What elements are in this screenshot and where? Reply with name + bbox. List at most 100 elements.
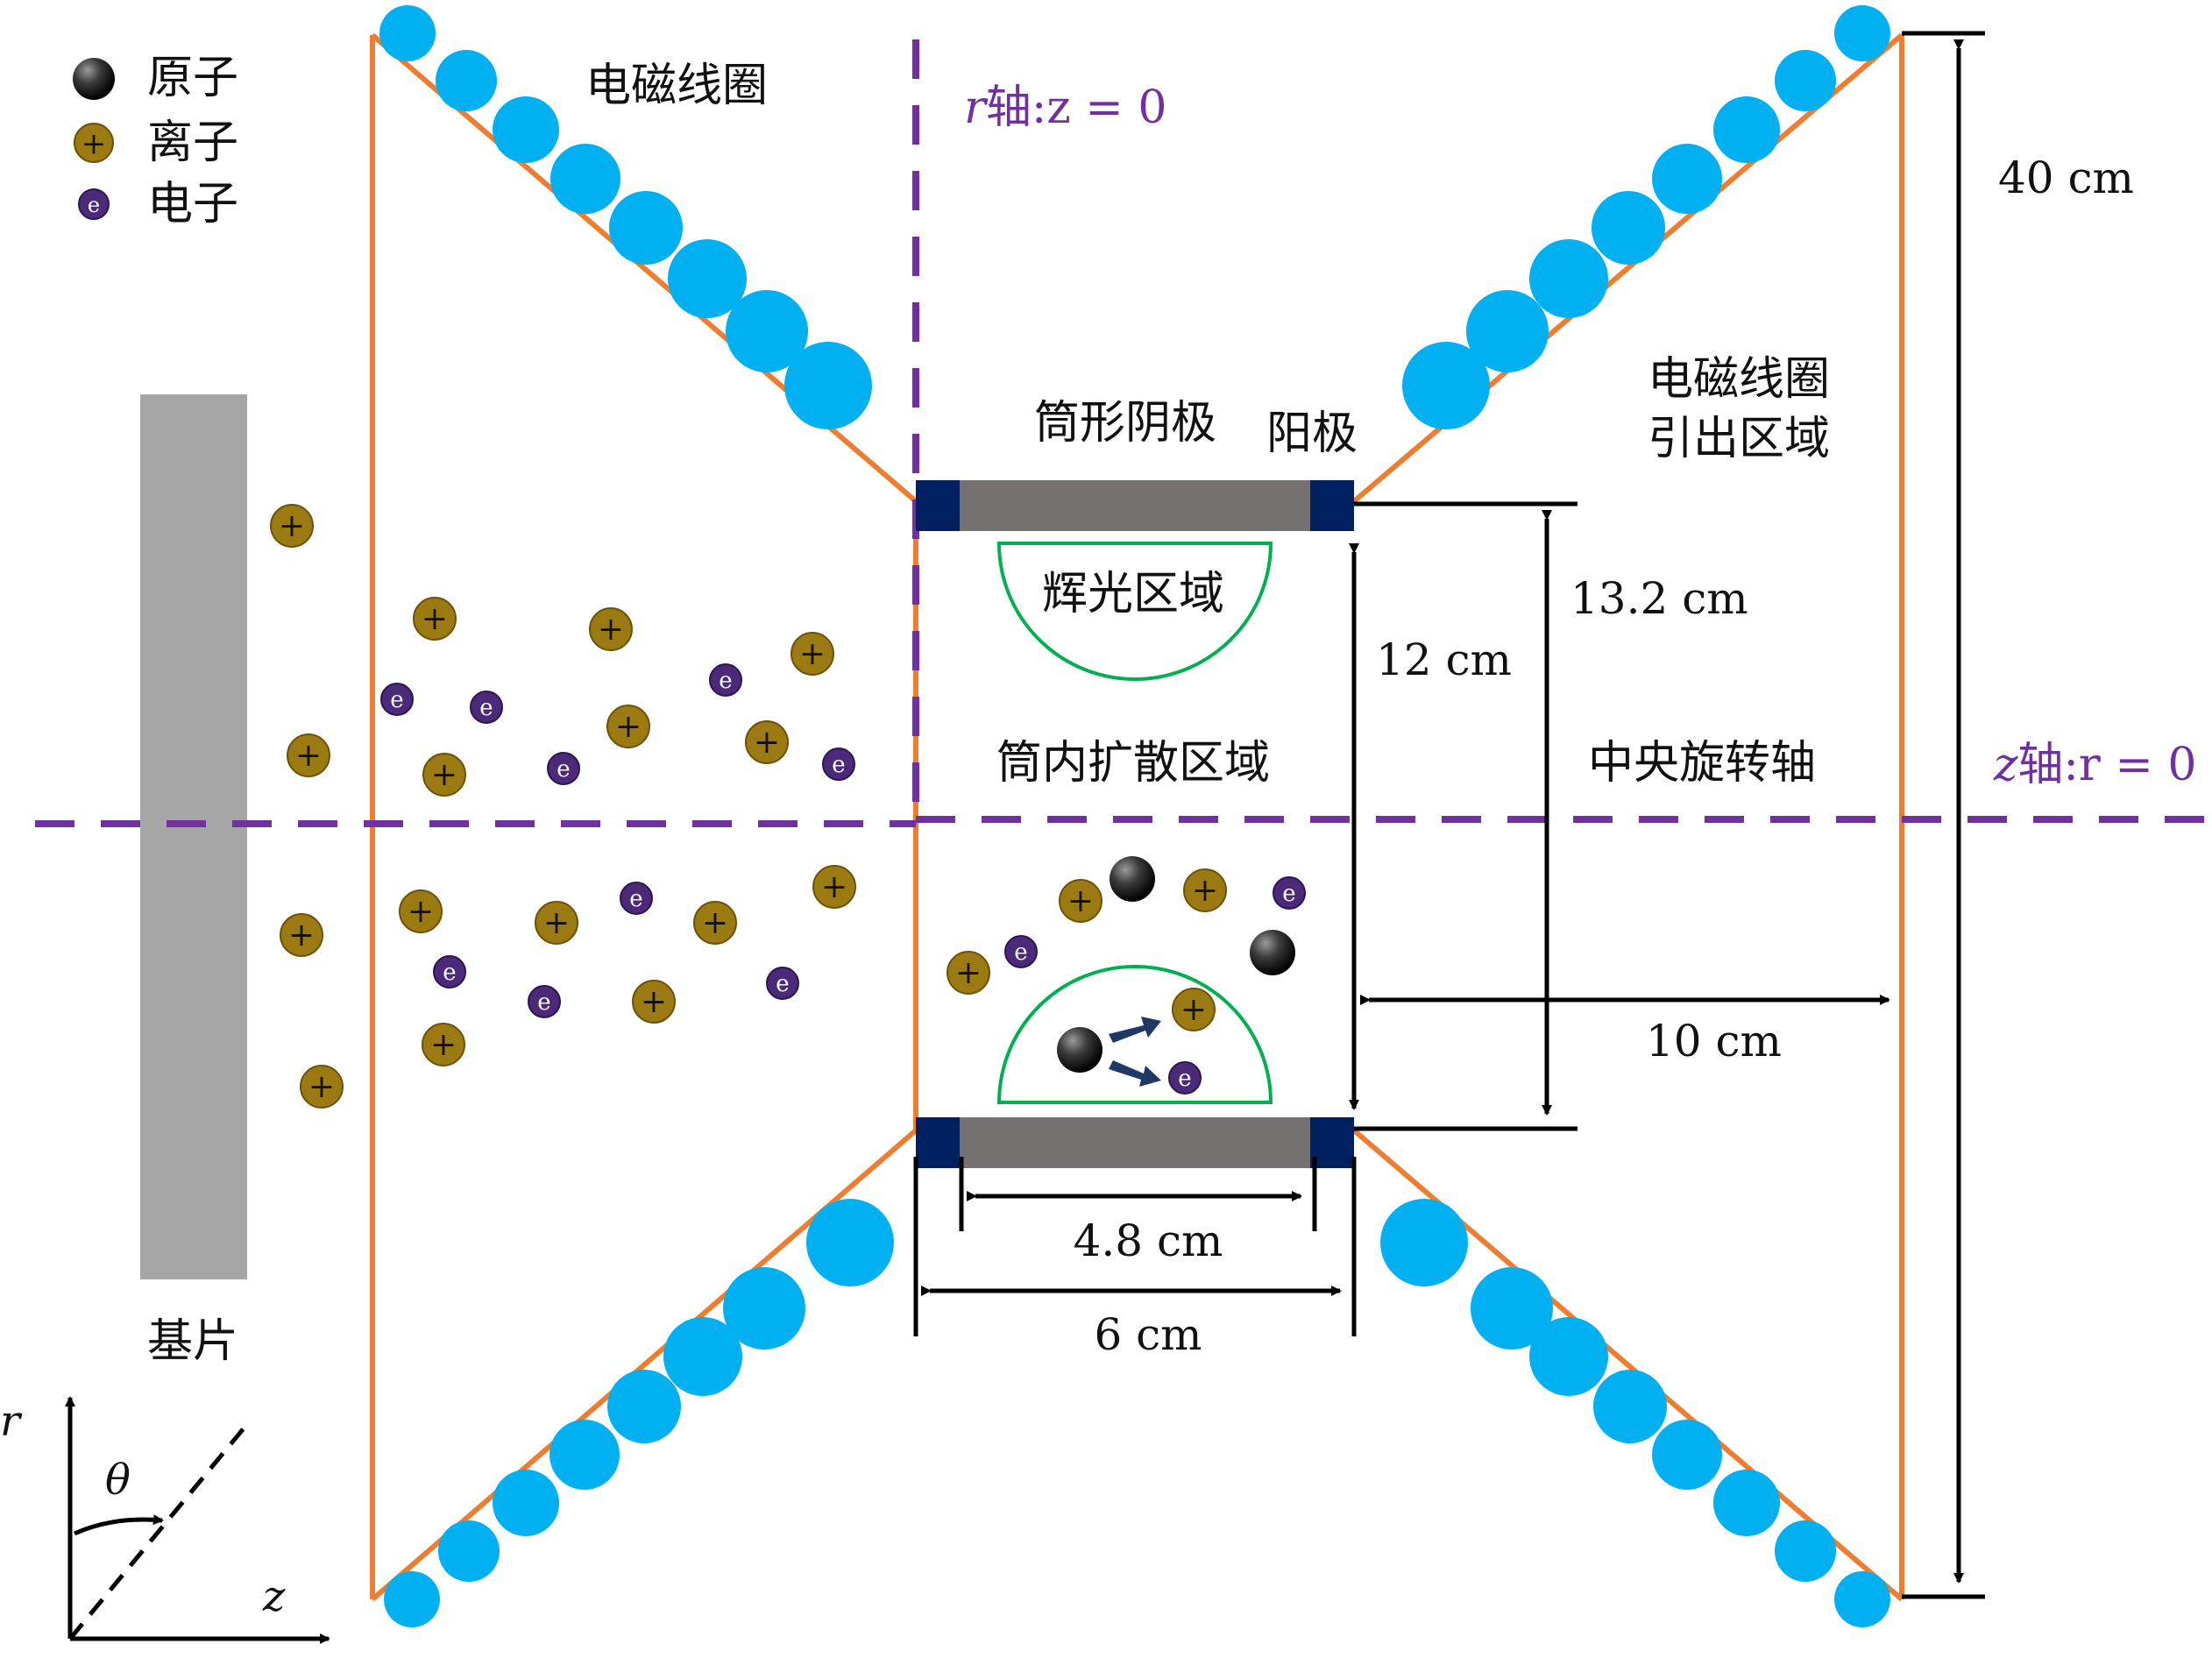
diffusion-region-label: 筒内扩散区域	[996, 737, 1270, 790]
ion-particle: +	[946, 951, 990, 995]
legend-ion-plus: +	[82, 126, 107, 161]
svg-text:e: e	[557, 756, 570, 783]
dimension-13-2cm: 13.2 cm	[1570, 573, 1748, 624]
dimension-10cm: 10 cm	[1646, 1016, 1782, 1066]
svg-text:e: e	[390, 687, 403, 713]
coil-turn	[384, 1571, 440, 1627]
electron-particle: e	[433, 955, 466, 988]
ion-particle: +	[287, 733, 330, 777]
coil-turn	[1834, 5, 1890, 61]
coord-theta-label: θ	[105, 1456, 131, 1505]
ion-particle: +	[606, 705, 650, 748]
svg-text:+: +	[408, 894, 434, 930]
ion-particle: +	[422, 753, 466, 797]
svg-text:+: +	[431, 757, 457, 793]
atom-particle	[1057, 1027, 1102, 1073]
substrate-plate	[140, 394, 247, 1279]
coil-turn	[1775, 1520, 1836, 1582]
cylindrical-cathode	[916, 480, 1354, 1168]
glow-region-label: 辉光区域	[1042, 568, 1224, 620]
coil-turn	[1529, 239, 1608, 318]
glow-region-top	[996, 542, 1273, 681]
svg-text:+: +	[1067, 883, 1094, 919]
svg-text:e: e	[479, 695, 493, 721]
coord-r-label: r	[0, 1397, 23, 1446]
dimension-40cm: 40 cm	[1998, 152, 2134, 203]
anode-blocks	[916, 480, 1354, 1168]
coil-turn	[1466, 290, 1549, 372]
substrate-label: 基片	[147, 1315, 238, 1368]
coord-z-label: z	[262, 1572, 286, 1621]
coil-turn	[1834, 1571, 1890, 1627]
electron-particle: e	[620, 882, 653, 915]
svg-text:+: +	[754, 725, 780, 761]
svg-text:+: +	[641, 984, 667, 1020]
svg-text:+: +	[430, 1027, 457, 1063]
coil-turn	[1380, 1199, 1468, 1286]
svg-text:+: +	[308, 1069, 335, 1105]
ion-particle: +	[422, 1023, 465, 1066]
svg-text:+: +	[598, 612, 624, 648]
ion-particle: +	[1183, 868, 1227, 912]
svg-text:e: e	[719, 668, 732, 694]
coil-turn	[784, 342, 872, 429]
svg-text:e: e	[1178, 1066, 1191, 1092]
legend-atom-symbol	[73, 58, 115, 100]
ion-particle: +	[270, 504, 314, 548]
coil-turn	[1652, 144, 1722, 214]
ion-particle: +	[812, 865, 856, 909]
coil-turn	[806, 1199, 894, 1286]
electron-particle: e	[822, 748, 855, 781]
atom-particle	[1110, 856, 1155, 902]
svg-text:+: +	[295, 738, 322, 774]
axes-dashed	[35, 39, 2208, 827]
coil-turn	[379, 5, 436, 61]
svg-text:e: e	[1282, 881, 1295, 907]
r-axis-caption: r轴:z = 0	[964, 81, 1167, 134]
coil-turn	[1775, 50, 1836, 111]
coil-turn	[550, 144, 620, 214]
ionization-arrow-to-ion	[1109, 1017, 1161, 1043]
coil-turn	[1471, 1267, 1553, 1350]
ion-particle: +	[745, 720, 789, 764]
ion-particle: +	[1059, 879, 1102, 923]
coil-turn	[493, 96, 559, 163]
ion-particle: +	[535, 901, 578, 945]
coil-turn	[1593, 1370, 1667, 1443]
coil-turn	[1592, 191, 1665, 265]
ion-particle: +	[399, 889, 443, 933]
electron-particle: e	[709, 663, 742, 697]
coil-turn	[1529, 1317, 1608, 1396]
legend-atom-label: 原子	[147, 52, 238, 104]
ion-particle: +	[632, 980, 676, 1024]
coil-label-right-1: 电磁线圈	[1648, 353, 1830, 406]
legend: 原子 + 离子 e 电子	[73, 52, 238, 230]
svg-text:r轴:z = 0: r轴:z = 0	[964, 81, 1167, 134]
coil-turn	[663, 1317, 742, 1396]
central-axis-label: 中央旋转轴	[1588, 737, 1816, 790]
dimension-4-8cm: 4.8 cm	[1074, 1215, 1223, 1266]
anode-label: 阳极	[1266, 407, 1358, 460]
coil-turn	[1713, 96, 1780, 163]
svg-text:e: e	[1014, 939, 1027, 966]
coil-turn	[493, 1470, 559, 1536]
svg-text:+: +	[799, 636, 826, 672]
coil-turn	[1402, 342, 1490, 429]
svg-text:+: +	[422, 601, 448, 637]
svg-text:+: +	[702, 905, 728, 941]
svg-text:+: +	[1180, 992, 1207, 1028]
ionization-arrow-to-electron	[1109, 1060, 1161, 1087]
ion-particle: +	[300, 1065, 344, 1109]
ion-particle: +	[693, 901, 737, 945]
coil-turn	[438, 1520, 500, 1582]
electron-particle: e	[1273, 876, 1306, 910]
svg-text:+: +	[279, 508, 305, 544]
dimension-lines	[913, 31, 1985, 1599]
coil-turn	[1652, 1420, 1722, 1490]
z-axis-caption: z轴:r = 0	[1993, 739, 2197, 791]
svg-text:+: +	[821, 869, 847, 905]
electromagnetic-coils	[379, 5, 1890, 1627]
coordinate-system	[65, 1396, 330, 1644]
